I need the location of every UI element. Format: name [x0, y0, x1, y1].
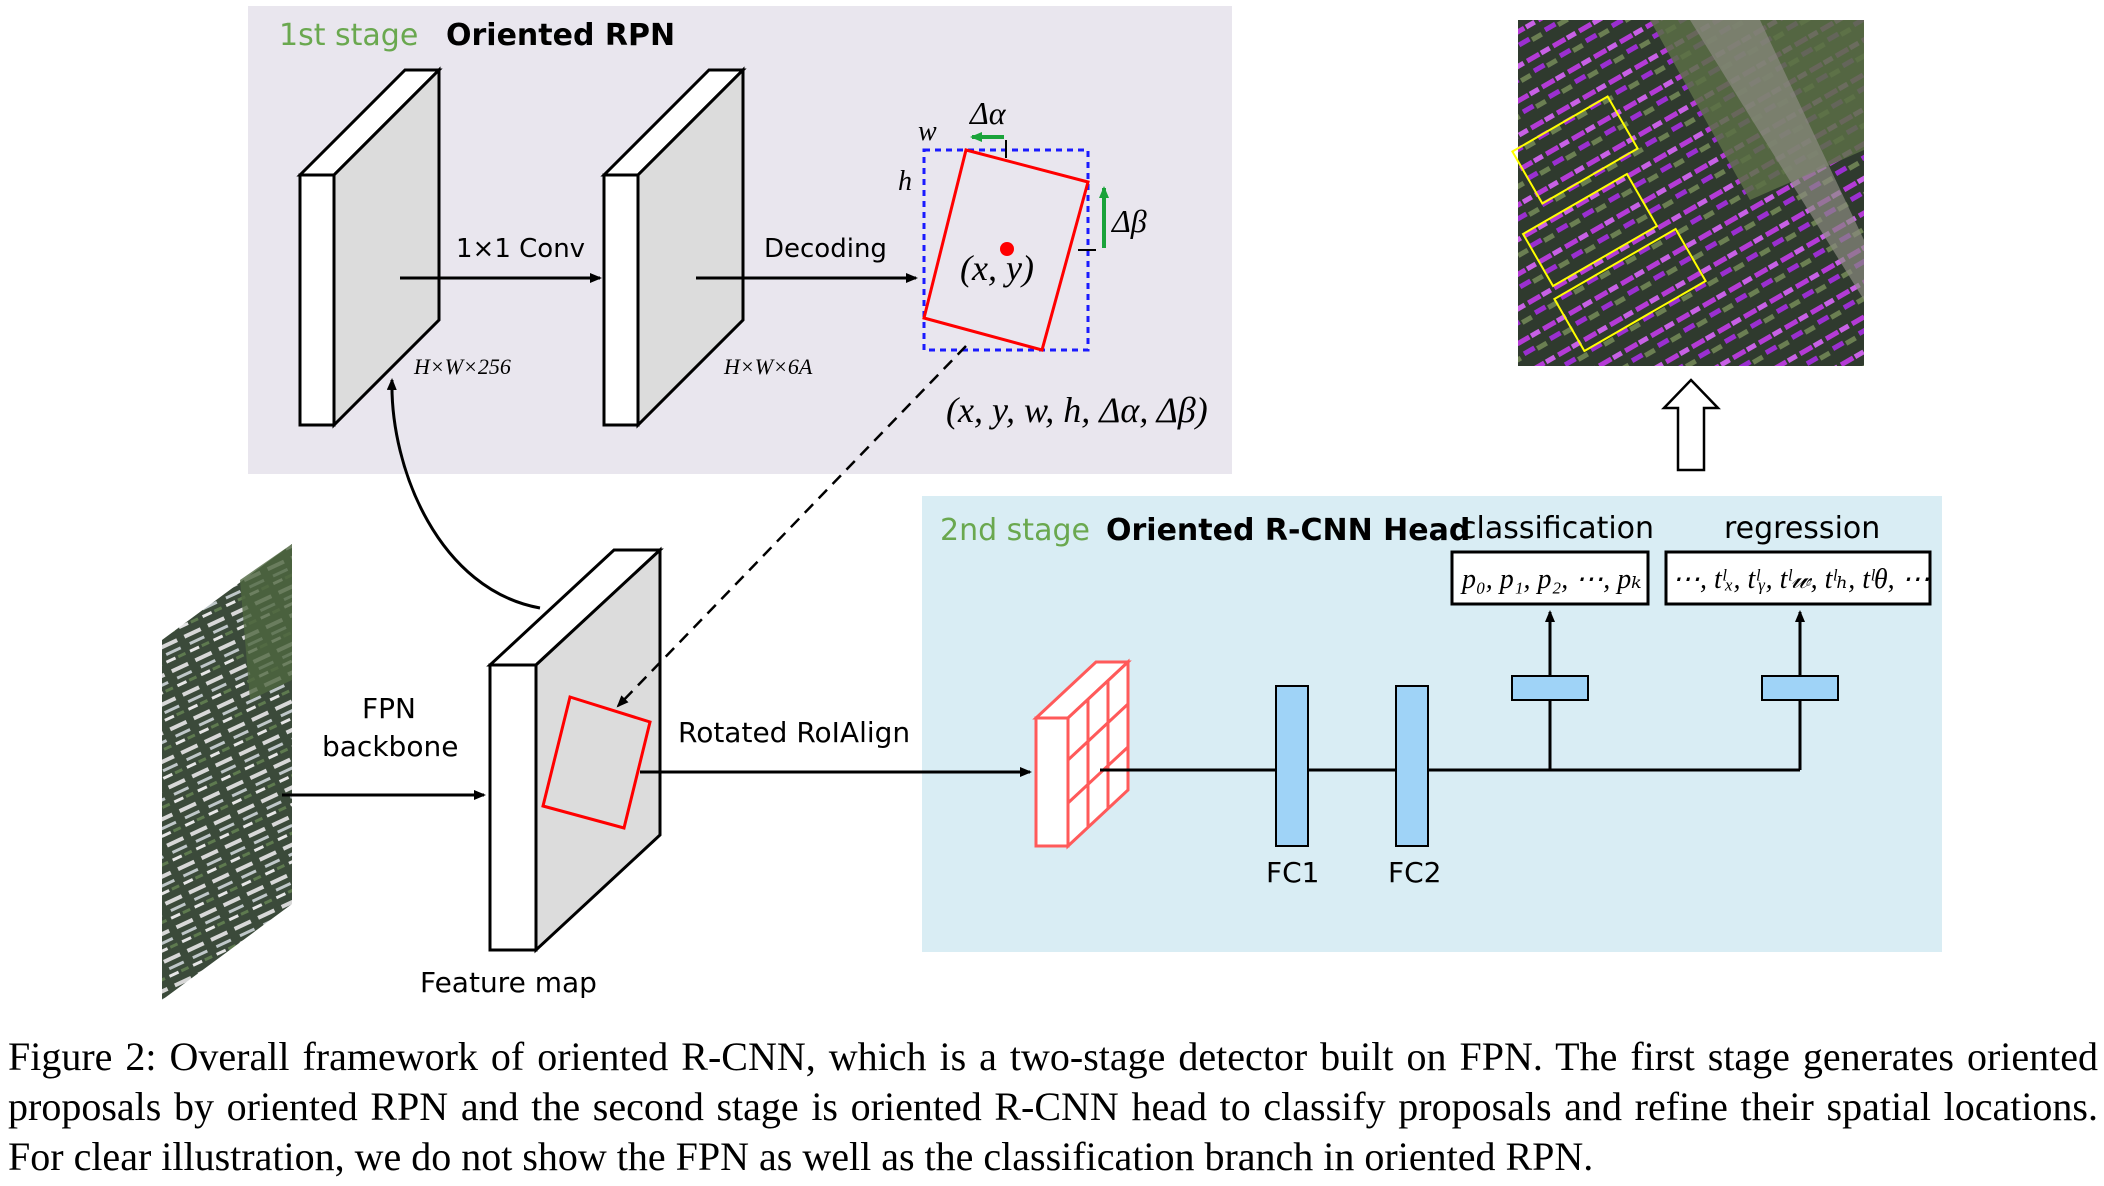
cls-fc-block	[1511, 675, 1589, 701]
backbone-label: backbone	[322, 730, 458, 763]
regression-output: ⋯, tˡₓ, tˡᵧ, tˡ𝓌, tˡₕ, tˡθ, ⋯	[1672, 564, 1930, 595]
delta-alpha-label: Δα	[968, 95, 1007, 131]
center-label: (x, y)	[960, 248, 1034, 288]
output-tuple: (x, y, w, h, Δα, Δβ)	[946, 390, 1208, 430]
stage1-label: 1st stage	[279, 18, 418, 53]
decoding-label: Decoding	[764, 234, 887, 264]
fc2-label: FC2	[1388, 856, 1441, 889]
stage2-title: Oriented R-CNN Head	[1106, 513, 1470, 548]
roi-feature-grid	[1032, 658, 1132, 850]
oriented-box	[922, 148, 1090, 352]
backbone-label-fpn: FPN	[362, 692, 416, 725]
stage1-panel: 1st stage Oriented RPN H×W×256 1×1 Conv …	[248, 6, 1232, 474]
conv-label: 1×1 Conv	[456, 234, 585, 264]
feature-to-rpn-arrow	[386, 378, 541, 610]
fc1-label: FC1	[1266, 856, 1319, 889]
stage2-panel: 2nd stage Oriented R-CNN Head classifica…	[922, 496, 1942, 952]
detection-box-3	[1511, 95, 1639, 205]
classification-output: p₀, p₁, p₂, ⋯, pₖ	[1460, 564, 1641, 595]
stage2-label: 2nd stage	[940, 513, 1090, 548]
dim-label-6a: H×W×6A	[723, 354, 813, 379]
figure-caption: Figure 2: Overall framework of oriented …	[8, 1034, 2098, 1179]
regression-output-box	[1664, 550, 1932, 606]
reg-fc-block	[1761, 675, 1839, 701]
feature-map-label: Feature map	[420, 966, 597, 999]
result-up-arrow	[1661, 378, 1721, 472]
w-label: w	[918, 116, 937, 147]
input-aerial-image	[162, 544, 292, 1000]
feature-slab-2	[600, 66, 747, 429]
classification-label: classification	[1460, 511, 1654, 546]
roialign-label: Rotated RoIAlign	[678, 716, 910, 749]
regression-label: regression	[1724, 511, 1880, 546]
dim-label-256: H×W×256	[413, 354, 511, 379]
feature-map-slab	[486, 546, 664, 954]
classification-output-box	[1450, 550, 1650, 606]
proposal-dashed-arrow	[616, 345, 967, 708]
center-point	[1000, 242, 1014, 256]
stage1-title: Oriented RPN	[446, 18, 675, 53]
h-label: h	[898, 166, 912, 197]
detection-box-2	[1553, 227, 1707, 353]
output-aerial-image	[1511, 20, 1864, 366]
proposal-roi-box	[541, 695, 652, 830]
fc1-block	[1275, 685, 1309, 847]
detection-box-1	[1521, 172, 1659, 288]
feature-slab-1	[296, 66, 443, 429]
delta-beta-label: Δβ	[1110, 203, 1147, 239]
fc2-block	[1395, 685, 1429, 847]
